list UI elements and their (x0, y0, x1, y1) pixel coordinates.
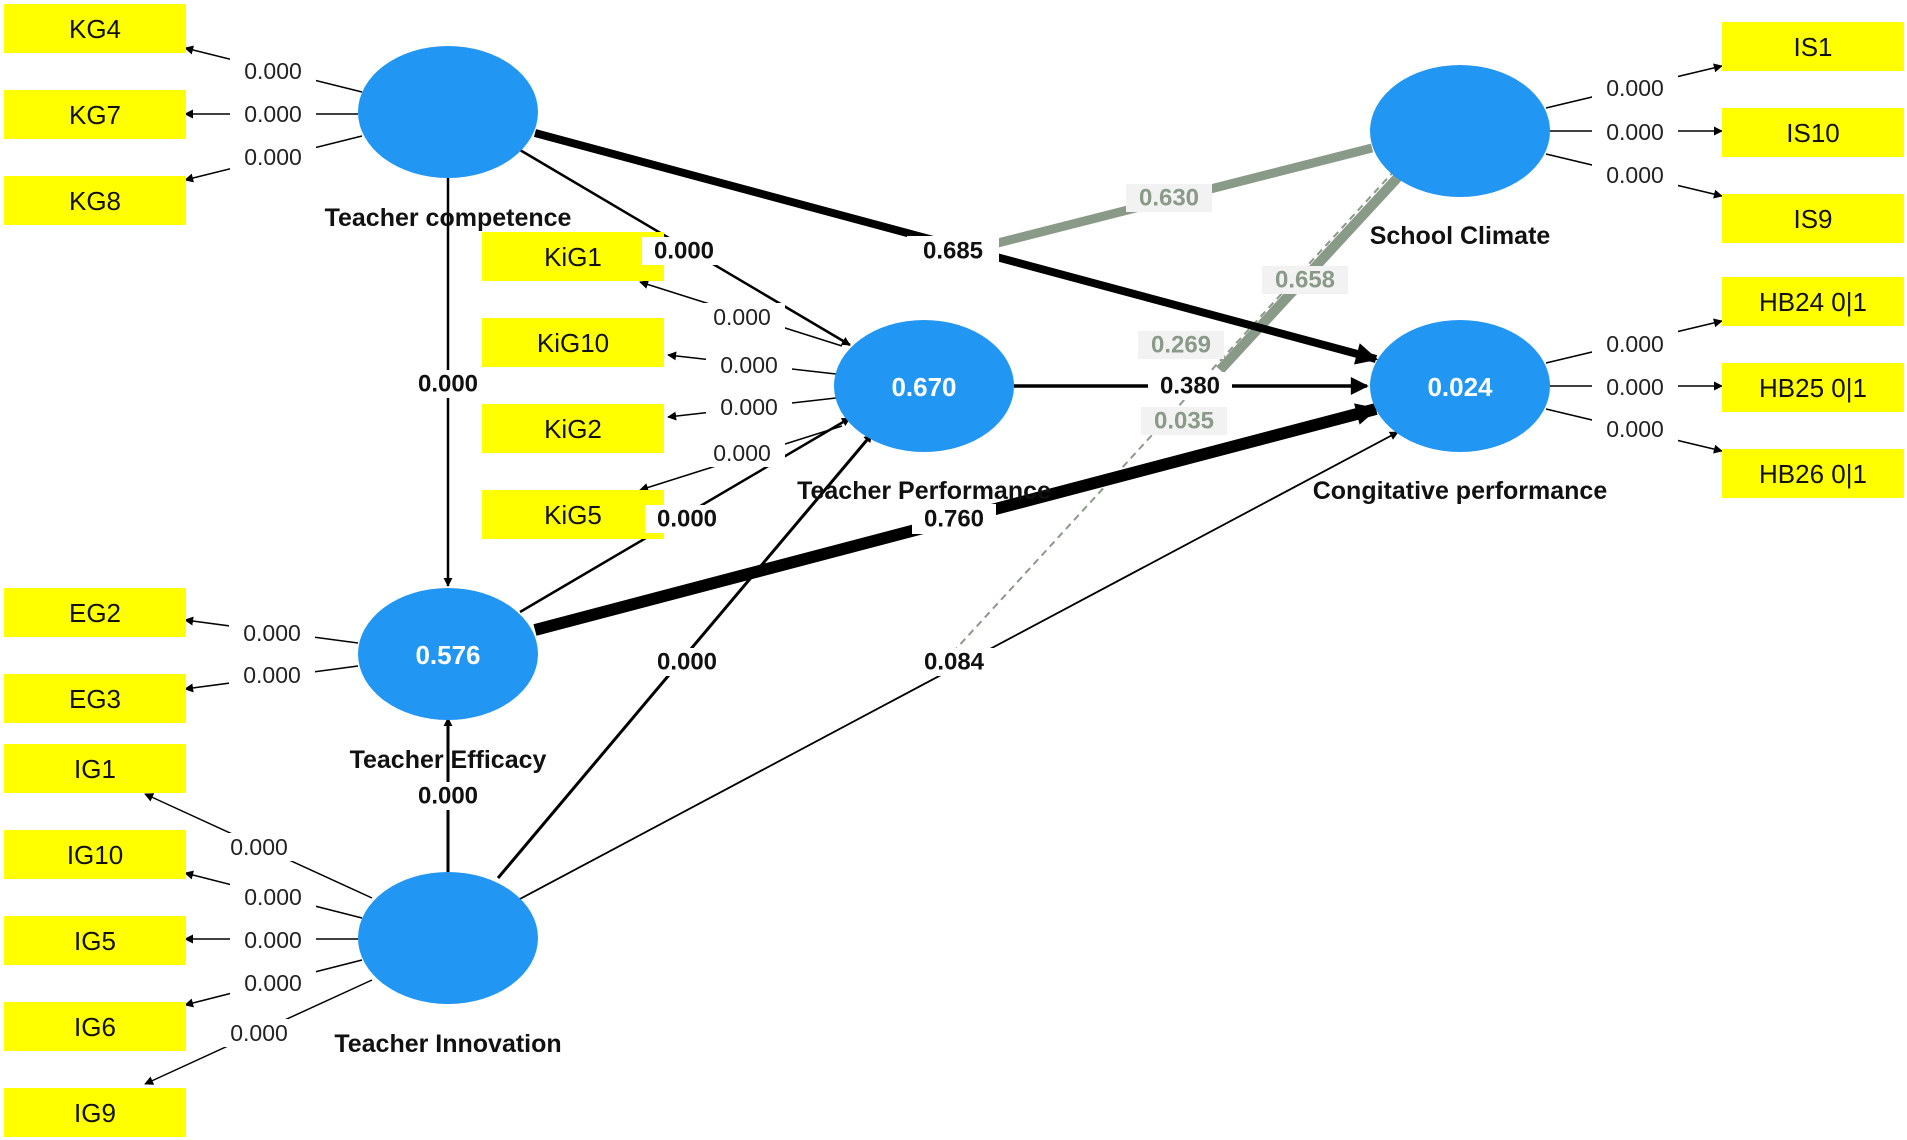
indicator-ig6: IG6 (4, 1002, 186, 1051)
loading-label-kg4: 0.000 (244, 58, 302, 84)
loading-label-eg3: 0.000 (243, 662, 301, 688)
construct-value: 0.024 (1427, 372, 1493, 402)
loading-label-hb25: 0.000 (1606, 374, 1664, 400)
indicator-ig1: IG1 (4, 744, 186, 793)
indicator-label: EG3 (69, 684, 121, 714)
indicator-label: KiG10 (537, 328, 609, 358)
construct-cognitive-performance: 0.024 Congitative performance (1313, 320, 1608, 505)
construct-name: Teacher competence (325, 204, 572, 232)
indicator-label: IG1 (74, 754, 116, 784)
moderator-label-b: 0.658 (1275, 267, 1335, 294)
indicators: KG4 KG7 KG8 KiG1 KiG10 KiG2 KiG5 EG2 EG3… (4, 4, 1904, 1137)
loading-label-kg8: 0.000 (244, 144, 302, 170)
indicator-label: KG7 (69, 100, 121, 130)
loading-label-kig10: 0.000 (720, 352, 778, 378)
moderator-label-a: 0.630 (1139, 185, 1199, 212)
indicator-label: KG8 (69, 186, 121, 216)
construct-name: Teacher Innovation (334, 1030, 561, 1058)
construct-value: 0.576 (415, 640, 480, 670)
loading-label-ig9: 0.000 (230, 1020, 288, 1046)
construct-name: Teacher Performance (797, 477, 1051, 505)
construct-teacher-innovation: Teacher Innovation (334, 872, 562, 1058)
indicator-eg2: EG2 (4, 588, 186, 637)
loading-label-is9: 0.000 (1606, 162, 1664, 188)
loading-label-kig2: 0.000 (720, 394, 778, 420)
path-label-competence-performance: 0.000 (654, 238, 714, 265)
loading-label-kg7: 0.000 (244, 101, 302, 127)
loading-label-kig1: 0.000 (713, 304, 771, 330)
indicator-label: IG10 (67, 840, 123, 870)
indicator-is9: IS9 (1722, 194, 1904, 243)
indicator-kg8: KG8 (4, 176, 186, 225)
loading-label-ig1: 0.000 (230, 834, 288, 860)
constructs: Teacher competence 0.576 Teacher Efficac… (325, 46, 1608, 1058)
indicator-label: IS10 (1786, 118, 1840, 148)
indicator-label: EG2 (69, 598, 121, 628)
construct-teacher-efficacy: 0.576 Teacher Efficacy (350, 588, 547, 774)
indicator-label: KiG2 (544, 414, 602, 444)
construct-teacher-performance: 0.670 Teacher Performance (797, 320, 1051, 505)
construct-name: Congitative performance (1313, 477, 1608, 505)
indicator-label: IS9 (1793, 204, 1832, 234)
indicator-eg3: EG3 (4, 674, 186, 723)
loading-label-hb26: 0.000 (1606, 416, 1664, 442)
indicator-kig5: KiG5 (482, 490, 664, 539)
path-label-performance-cognitive: 0.380 (1160, 373, 1220, 400)
indicator-label: KiG5 (544, 500, 602, 530)
loading-label-eg2: 0.000 (243, 620, 301, 646)
indicator-label: IS1 (1793, 32, 1832, 62)
loading-label-is10: 0.000 (1606, 119, 1664, 145)
construct-teacher-competence: Teacher competence (325, 46, 572, 232)
indicator-ig10: IG10 (4, 830, 186, 879)
loading-label-ig5: 0.000 (244, 927, 302, 953)
loading-label-is1: 0.000 (1606, 75, 1664, 101)
path-coefficient-labels: 0.000 0.685 0.000 0.380 0.000 0.760 0.00… (406, 184, 1348, 810)
moderator-label-d: 0.035 (1154, 408, 1214, 435)
loading-label-ig10: 0.000 (244, 884, 302, 910)
indicator-label: KG4 (69, 14, 121, 44)
construct-value: 0.670 (891, 372, 956, 402)
path-label-efficacy-cognitive: 0.760 (924, 506, 984, 533)
path-label-competence-cognitive: 0.685 (923, 238, 983, 265)
construct-name: School Climate (1370, 222, 1551, 250)
indicator-hb24: HB24 0|1 (1722, 277, 1904, 326)
loading-labels: 0.000 0.000 0.000 0.000 0.000 0.000 0.00… (216, 57, 1678, 1047)
indicator-kig10: KiG10 (482, 318, 664, 367)
indicator-label: IG6 (74, 1012, 116, 1042)
path-label-competence-efficacy: 0.000 (418, 371, 478, 398)
loading-label-kig5: 0.000 (713, 440, 771, 466)
indicator-is1: IS1 (1722, 22, 1904, 71)
indicator-label: HB25 0|1 (1759, 373, 1867, 403)
path-label-efficacy-performance: 0.000 (657, 506, 717, 533)
indicator-label: KiG1 (544, 242, 602, 272)
indicator-hb25: HB25 0|1 (1722, 363, 1904, 412)
indicator-kig2: KiG2 (482, 404, 664, 453)
path-label-innovation-cognitive: 0.084 (924, 649, 985, 676)
indicator-kig1: KiG1 (482, 232, 664, 281)
loading-label-ig6: 0.000 (244, 970, 302, 996)
loading-label-hb24: 0.000 (1606, 331, 1664, 357)
construct-school-climate: School Climate (1370, 65, 1551, 250)
indicator-ig9: IG9 (4, 1088, 186, 1137)
indicator-kg7: KG7 (4, 90, 186, 139)
indicator-ig5: IG5 (4, 916, 186, 965)
path-label-innovation-efficacy: 0.000 (418, 783, 478, 810)
moderator-label-c: 0.269 (1151, 332, 1211, 359)
indicator-label: IG5 (74, 926, 116, 956)
indicator-label: HB24 0|1 (1759, 287, 1867, 317)
construct-name: Teacher Efficacy (350, 746, 547, 774)
indicator-is10: IS10 (1722, 108, 1904, 157)
indicator-kg4: KG4 (4, 4, 186, 53)
path-label-innovation-performance: 0.000 (657, 649, 717, 676)
indicator-hb26: HB26 0|1 (1722, 449, 1904, 498)
indicator-label: IG9 (74, 1098, 116, 1128)
indicator-label: HB26 0|1 (1759, 459, 1867, 489)
